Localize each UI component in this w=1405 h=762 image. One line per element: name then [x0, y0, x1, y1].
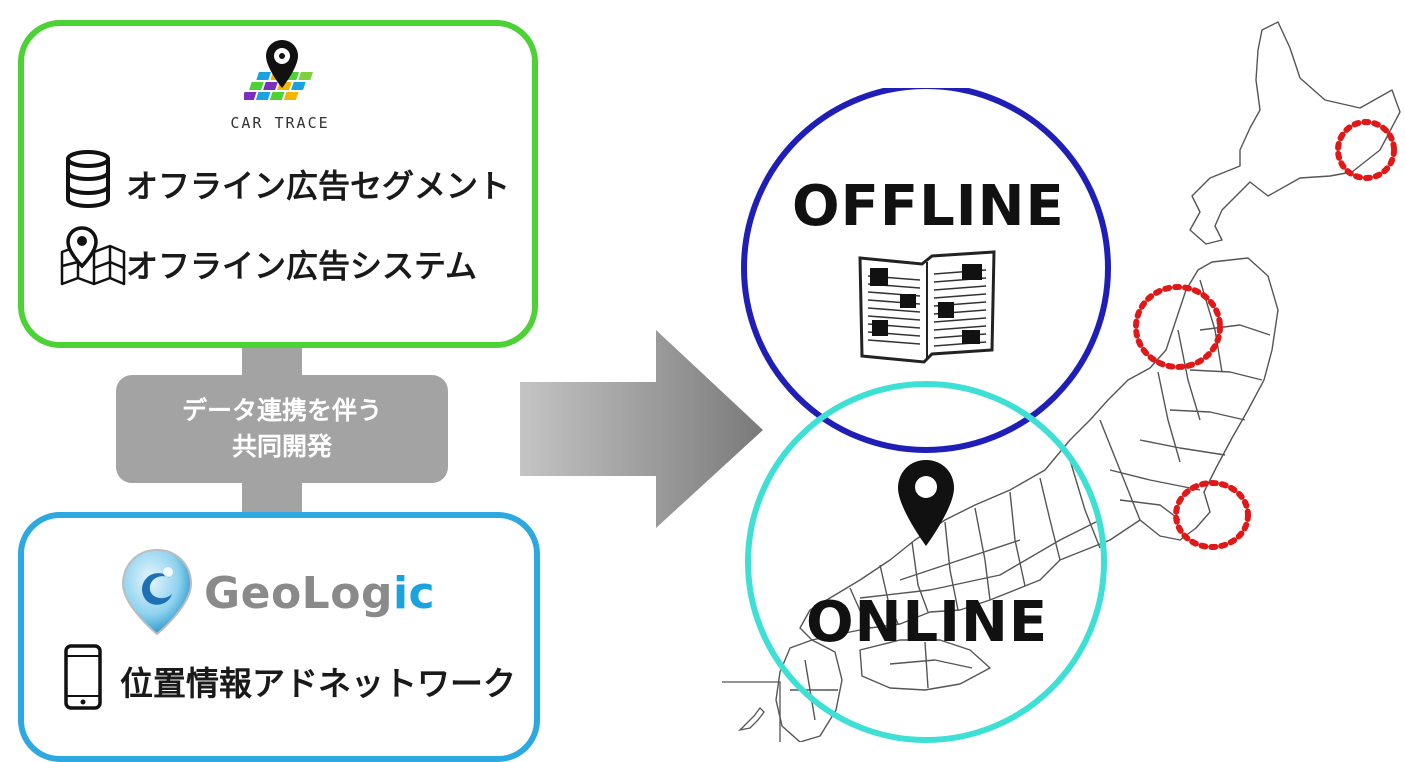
online-circle: [745, 381, 1107, 743]
highlight-tohoku: [1133, 284, 1223, 370]
smartphone-icon: [64, 644, 102, 710]
offline-ad-system-text: オフライン広告システム: [126, 247, 478, 285]
car-trace-logo-text: CAR TRACE: [230, 114, 330, 132]
collaboration-line1: データ連携を伴う: [181, 396, 382, 425]
geologic-logo-text-accent: ic: [392, 568, 436, 619]
collaboration-box: データ連携を伴う 共同開発: [116, 375, 448, 483]
hokkaido-outline: [1189, 21, 1401, 245]
japan-map: [722, 21, 1401, 742]
offline-ad-segment-text: オフライン広告セグメント: [126, 167, 511, 205]
geologic-panel: [18, 512, 540, 762]
map-pin-icon: [60, 226, 126, 286]
highlight-hokkaido: [1335, 119, 1397, 181]
shikoku-outline: [859, 639, 991, 691]
newspaper-icon: [858, 250, 996, 364]
geologic-logo-icon: [121, 548, 193, 636]
geologic-logo-text-main: GeoLog: [204, 568, 393, 619]
geologic-logo-text: GeoLogic: [204, 568, 435, 619]
location-pin-icon: [898, 460, 954, 546]
car-trace-logo: [244, 40, 313, 100]
location-ad-network-text: 位置情報アドネットワーク: [120, 664, 516, 703]
highlight-kanto: [1173, 480, 1251, 550]
database-icon: [66, 150, 110, 208]
kyushu-outline: [775, 639, 843, 742]
arrow-right-icon: [520, 330, 763, 528]
collaboration-line2: 共同開発: [231, 432, 332, 461]
honshu-outline: [799, 257, 1279, 641]
online-label: ONLINE: [806, 590, 1049, 655]
offline-label: OFFLINE: [792, 174, 1065, 239]
circles-diagram: [741, 88, 1111, 743]
offline-circle: [741, 88, 1111, 453]
